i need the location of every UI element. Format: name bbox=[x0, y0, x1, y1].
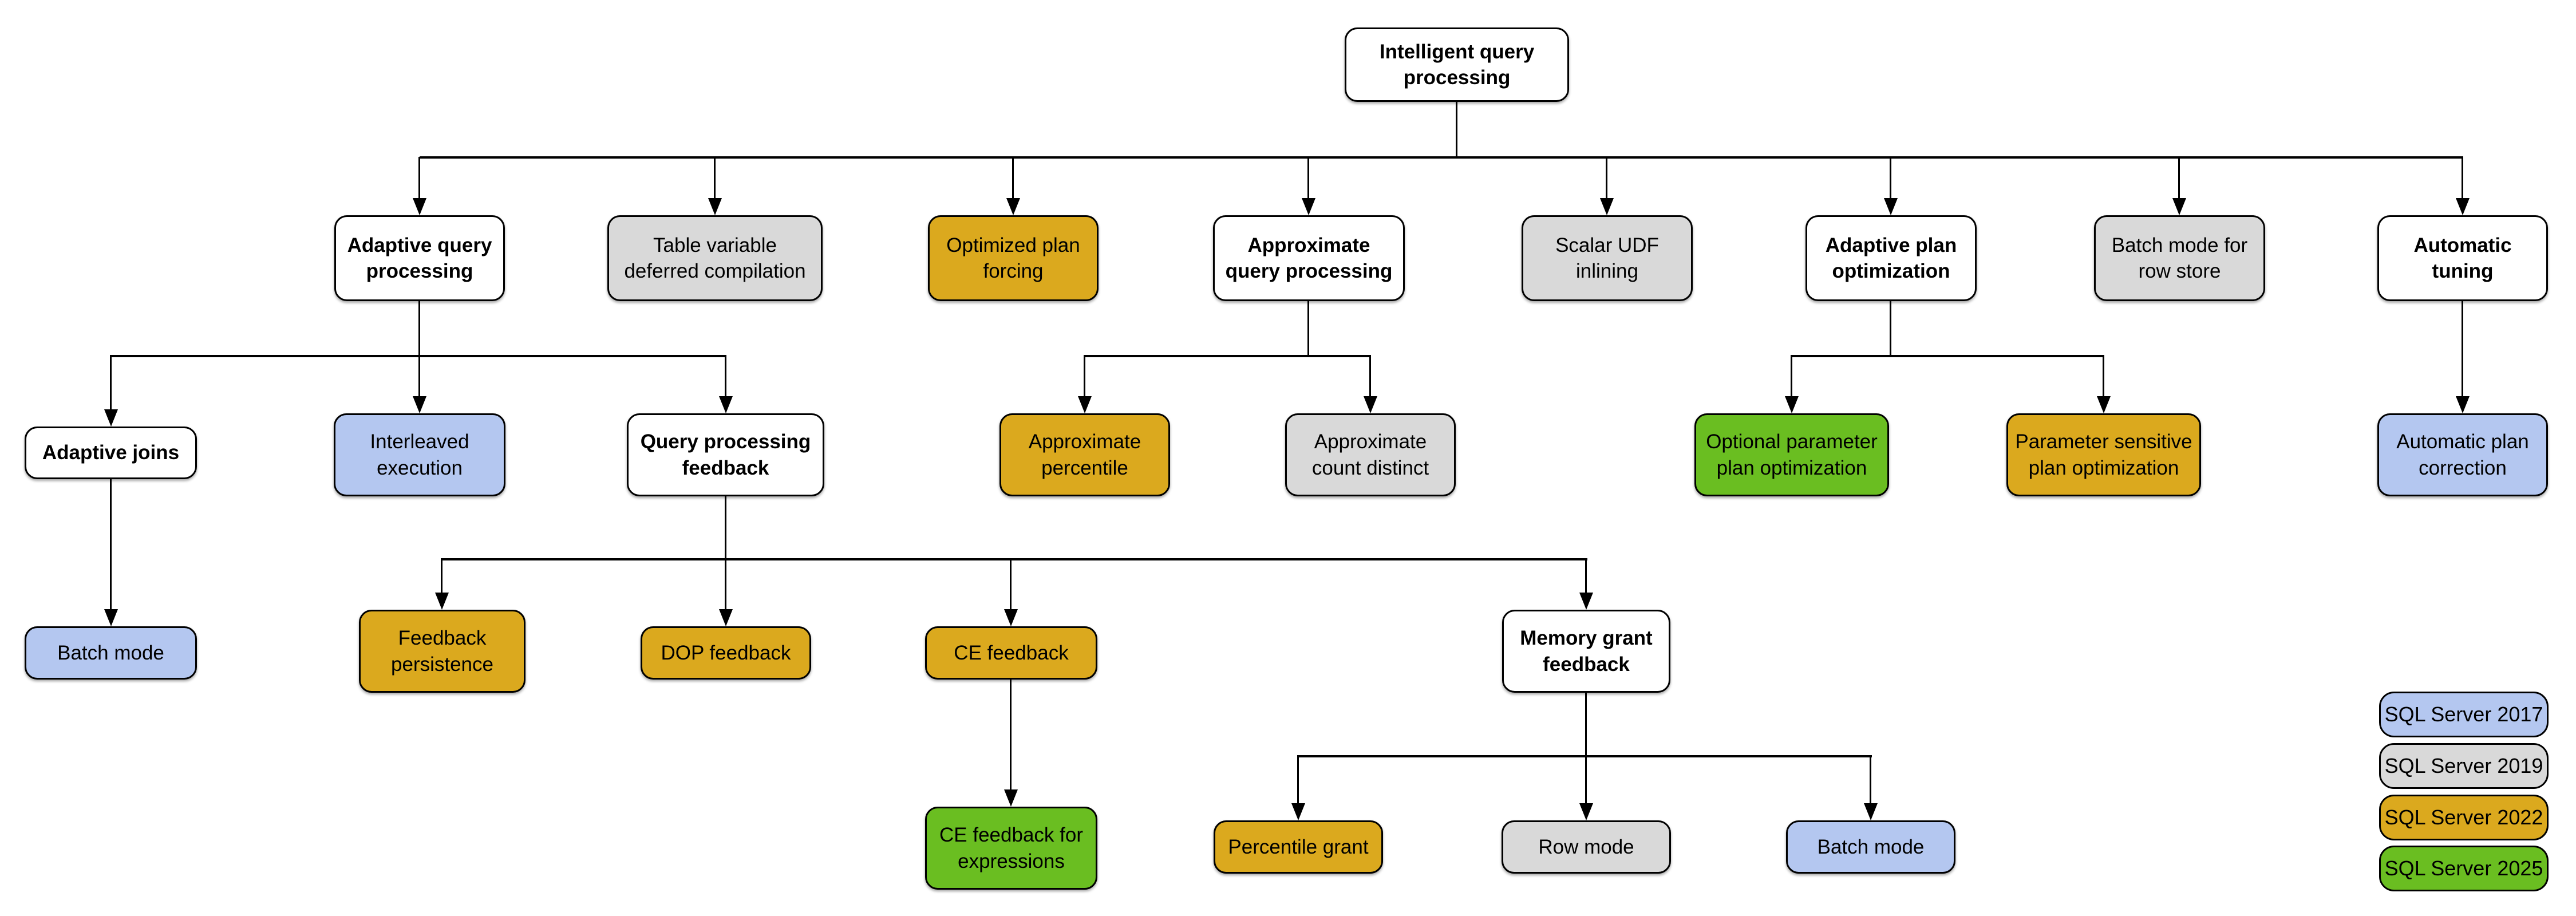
arrow-down-icon bbox=[1579, 593, 1593, 610]
connector-stub bbox=[1369, 356, 1371, 398]
arrow-down-icon bbox=[719, 396, 733, 413]
node-percentile-grant: Percentile grant bbox=[1214, 820, 1383, 874]
connector-stub bbox=[441, 559, 442, 595]
arrow-down-icon bbox=[1291, 803, 1305, 820]
node-adaptive-joins: Adaptive joins bbox=[25, 427, 197, 479]
node-approximate-query-processing: Approximate query processing bbox=[1213, 215, 1405, 301]
node-ce-feedback: CE feedback bbox=[925, 626, 1097, 680]
arrow-down-icon bbox=[2456, 198, 2470, 215]
connector-stub bbox=[418, 157, 420, 200]
arrow-down-icon bbox=[2172, 198, 2186, 215]
connector-stub bbox=[2103, 356, 2104, 398]
arrow-down-icon bbox=[1078, 396, 1092, 413]
arrow-down-icon bbox=[104, 609, 118, 626]
connector-bus-mgf bbox=[1297, 755, 1872, 757]
node-feedback-persistence: Feedback persistence bbox=[359, 610, 526, 693]
connector-aqp-drop bbox=[418, 301, 420, 398]
connector-stub bbox=[1791, 356, 1792, 398]
connector-stub bbox=[2462, 157, 2463, 200]
node-query-processing-feedback: Query processing feedback bbox=[627, 413, 824, 496]
connector-stub bbox=[1297, 756, 1299, 806]
arrow-down-icon bbox=[1004, 609, 1018, 626]
arrow-down-icon bbox=[1579, 803, 1593, 820]
node-parameter-sensitive-plan-optimization: Parameter sensitive plan optimization bbox=[2006, 413, 2201, 496]
legend-sql-server-2022: SQL Server 2022 bbox=[2379, 795, 2549, 840]
node-automatic-tuning: Automatic tuning bbox=[2377, 215, 2548, 301]
arrow-down-icon bbox=[1006, 198, 1020, 215]
node-adaptive-query-processing: Adaptive query processing bbox=[334, 215, 505, 301]
node-batch-mode-memory-grant: Batch mode bbox=[1786, 820, 1955, 874]
connector-stub bbox=[1307, 157, 1309, 200]
connector-mgf-drop bbox=[1585, 693, 1587, 806]
arrow-down-icon bbox=[1364, 396, 1377, 413]
connector-bus-apq bbox=[1084, 355, 1371, 357]
node-optional-parameter-plan-optimization: Optional parameter plan optimization bbox=[1694, 413, 1889, 496]
arrow-down-icon bbox=[1302, 198, 1315, 215]
arrow-down-icon bbox=[1864, 803, 1878, 820]
connector-stub bbox=[1012, 157, 1014, 200]
arrow-down-icon bbox=[2097, 396, 2111, 413]
connector-bus-qpf bbox=[441, 558, 1587, 560]
node-scalar-udf-inlining: Scalar UDF inlining bbox=[1522, 215, 1693, 301]
node-approximate-count-distinct: Approximate count distinct bbox=[1285, 413, 1456, 496]
connector-stub bbox=[1606, 157, 1607, 200]
connector-stub bbox=[2178, 157, 2180, 200]
node-optimized-plan-forcing: Optimized plan forcing bbox=[928, 215, 1099, 301]
connector-stub bbox=[1084, 356, 1085, 398]
connector-cef-drop bbox=[1010, 680, 1012, 792]
node-batch-mode-for-row-store: Batch mode for row store bbox=[2094, 215, 2265, 301]
arrow-down-icon bbox=[708, 198, 722, 215]
connector-stub bbox=[1870, 756, 1871, 806]
node-approximate-percentile: Approximate percentile bbox=[999, 413, 1170, 496]
arrow-down-icon bbox=[413, 396, 426, 413]
node-ce-feedback-for-expressions: CE feedback for expressions bbox=[925, 807, 1097, 890]
connector-stub bbox=[714, 157, 716, 200]
node-table-variable-deferred-compilation: Table variable deferred compilation bbox=[607, 215, 823, 301]
connector-qpf-drop bbox=[725, 496, 726, 611]
node-automatic-plan-correction: Automatic plan correction bbox=[2377, 413, 2548, 496]
node-row-mode: Row mode bbox=[1502, 820, 1671, 874]
arrow-down-icon bbox=[719, 609, 733, 626]
connector-root-drop bbox=[1456, 102, 1457, 158]
arrow-down-icon bbox=[435, 593, 449, 610]
connector-bus-level2 bbox=[420, 156, 2463, 159]
connector-apq-drop bbox=[1307, 301, 1309, 356]
legend-sql-server-2025: SQL Server 2025 bbox=[2379, 846, 2549, 891]
connector-stub bbox=[1585, 559, 1587, 595]
connector-at-drop bbox=[2462, 301, 2463, 398]
connector-aj-drop bbox=[110, 479, 112, 611]
node-memory-grant-feedback: Memory grant feedback bbox=[1502, 610, 1670, 693]
connector-stub bbox=[1890, 157, 1891, 200]
arrow-down-icon bbox=[1600, 198, 1614, 215]
node-intelligent-query-processing: Intelligent query processing bbox=[1345, 27, 1569, 102]
connector-stub bbox=[725, 356, 726, 398]
arrow-down-icon bbox=[413, 198, 426, 215]
legend-sql-server-2019: SQL Server 2019 bbox=[2379, 743, 2549, 789]
arrow-down-icon bbox=[1004, 789, 1018, 807]
node-adaptive-plan-optimization: Adaptive plan optimization bbox=[1805, 215, 1977, 301]
connector-bus-apo bbox=[1791, 355, 2104, 357]
legend-sql-server-2017: SQL Server 2017 bbox=[2379, 692, 2549, 737]
connector-bus-aqp bbox=[110, 355, 726, 357]
arrow-down-icon bbox=[2456, 396, 2470, 413]
node-batch-mode-adaptive-joins: Batch mode bbox=[25, 626, 197, 680]
connector-stub bbox=[110, 356, 112, 412]
arrow-down-icon bbox=[1884, 198, 1898, 215]
arrow-down-icon bbox=[104, 409, 118, 427]
arrow-down-icon bbox=[1785, 396, 1799, 413]
connector-stub bbox=[1010, 559, 1012, 611]
node-dop-feedback: DOP feedback bbox=[641, 626, 811, 680]
connector-apo-drop bbox=[1890, 301, 1891, 356]
node-interleaved-execution: Interleaved execution bbox=[334, 413, 505, 496]
